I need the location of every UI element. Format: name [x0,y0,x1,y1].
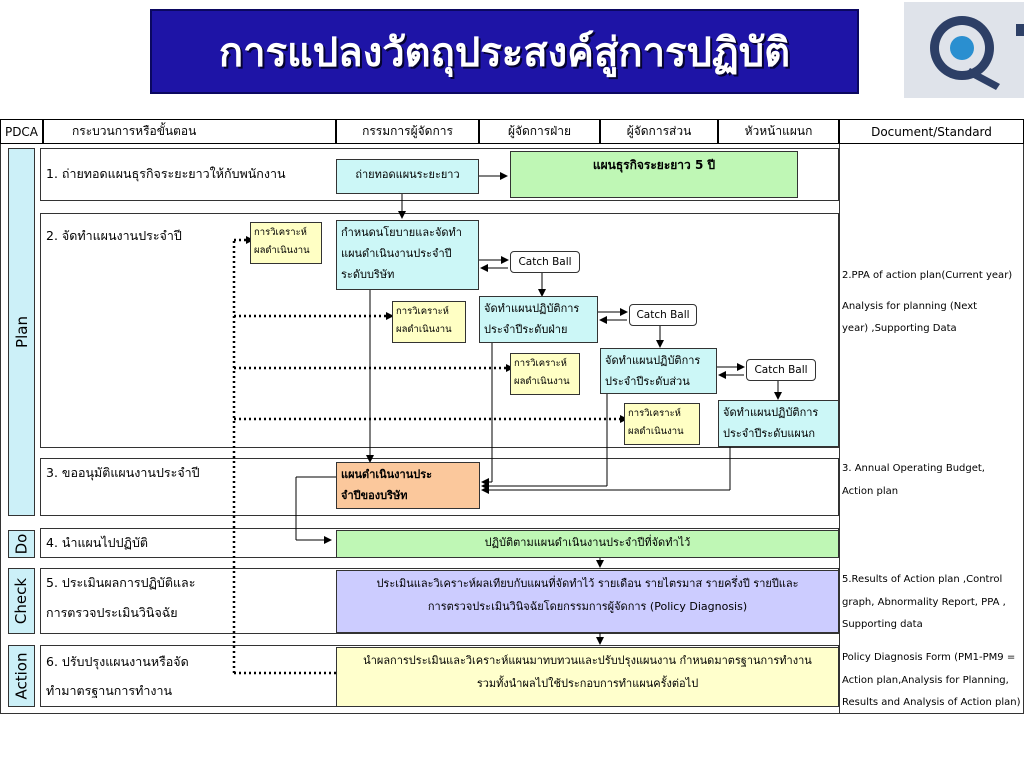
node-division-plan-line2: ประจำปีระดับฝ่าย [484,323,568,336]
node-company-annual-plan: แผนดำเนินงานประจำปีของบริษัท [336,462,480,509]
step-2-label: 2. จัดทำแผนงานประจำปี [46,228,182,243]
node-action-improve-line2: รวมทั้งนำผลไปใช้ประกอบการทำแผนครั้งต่อไป [476,677,699,690]
header-process-label: กระบวนการหรือขั้นตอน [72,124,197,138]
node-company-policy-line3: ระดับบริษัท [341,268,395,281]
node-division-plan: จัดทำแผนปฏิบัติการประจำปีระดับฝ่าย [479,296,598,343]
header-division: ผู้จัดการฝ่าย [479,119,600,144]
node-analysis-section: การวิเคราะห์ผลดำเนินงาน [510,353,580,395]
page-title: การแปลงวัตถุประสงค์สู่การปฏิบัติ [218,29,791,76]
node-analysis-board-line1: การวิเคราะห์ [254,227,307,238]
doc-plan-line3: year) ,Supporting Data [842,323,957,334]
node-action-improve: นำผลการประเมินและวิเคราะห์แผนมาทบทวนและป… [336,647,839,707]
node-dept-plan-line1: จัดทำแผนปฏิบัติการ [723,406,819,419]
catch-ball-1: Catch Ball [510,251,580,273]
catch-ball-3: Catch Ball [746,359,816,381]
doc-check-line3: Supporting data [842,619,923,630]
header-pdca: PDCA [0,119,43,144]
catch-ball-3-text: Catch Ball [754,364,808,376]
node-dept-plan-line2: ประจำปีระดับแผนก [723,427,816,440]
node-section-plan-line1: จัดทำแผนปฏิบัติการ [605,354,701,367]
table-left-border [0,144,1,714]
doc-check-line2: graph, Abnormality Report, PPA , [842,596,1006,608]
phase-plan: Plan [8,148,35,516]
node-analysis-division: การวิเคราะห์ผลดำเนินงาน [392,301,466,343]
step-5-label-line1: 5. ประเมินผลการปฏิบัติและ [46,575,196,590]
doc-approve-line1: 3. Annual Operating Budget, [842,463,985,474]
node-analysis-dept-line2: ผลดำเนินงาน [628,426,684,437]
node-company-policy-line2: แผนดำเนินงานประจำปี [341,247,452,260]
step-6-label-line2: ทำมาตรฐานการทำงาน [46,683,173,698]
catch-ball-1-text: Catch Ball [518,256,572,268]
header-process: กระบวนการหรือขั้นตอน [43,119,336,144]
title-banner: การแปลงวัตถุประสงค์สู่การปฏิบัติ [150,9,859,94]
node-check-evaluate-line1: ประเมินและวิเคราะห์ผลเทียบกับแผนที่จัดทำ… [376,577,799,590]
node-analysis-board: การวิเคราะห์ผลดำเนินงาน [250,222,322,264]
table-bottom-border [0,713,1024,714]
node-longterm-plan: แผนธุรกิจระยะยาว 5 ปี [510,151,798,198]
node-division-plan-line1: จัดทำแผนปฏิบัติการ [484,302,580,315]
node-analysis-dept: การวิเคราะห์ผลดำเนินงาน [624,403,700,445]
step-1-label: 1. ถ่ายทอดแผนธุรกิจระยะยาวให้กับพนักงาน [46,166,286,181]
node-do-execute: ปฏิบัติตามแผนดำเนินงานประจำปีที่จัดทำไว้ [336,530,839,558]
node-analysis-division-line2: ผลดำเนินงาน [396,324,452,335]
doc-approve-line2: Action plan [842,485,899,497]
node-dept-plan: จัดทำแผนปฏิบัติการประจำปีระดับแผนก [718,400,839,447]
node-check-evaluate: ประเมินและวิเคราะห์ผลเทียบกับแผนที่จัดทำ… [336,570,839,633]
step-4-label: 4. นำแผนไปปฏิบัติ [46,535,148,550]
header-pdca-label: PDCA [4,124,39,139]
catch-ball-2-text: Catch Ball [636,309,690,321]
q-logo-icon [930,16,1024,90]
node-section-plan: จัดทำแผนปฏิบัติการประจำปีระดับส่วน [600,348,717,394]
node-analysis-board-line2: ผลดำเนินงาน [254,245,310,256]
node-company-policy-line1: กำหนดนโยบายและจัดทำ [341,226,462,239]
header-dept-label: หัวหน้าแผนก [744,124,813,138]
step-3-label: 3. ขออนุมัติแผนงานประจำปี [46,465,200,480]
step-5-label-line2: การตรวจประเมินวินิจฉัย [46,605,178,620]
header-section-label: ผู้จัดการส่วน [626,124,692,138]
company-logo [904,2,1024,98]
node-longterm-plan-text: แผนธุรกิจระยะยาว 5 ปี [592,158,716,172]
node-do-execute-text: ปฏิบัติตามแผนดำเนินงานประจำปีที่จัดทำไว้ [484,536,691,549]
doc-action-line3: Results and Analysis of Action plan) [842,697,1021,708]
header-section: ผู้จัดการส่วน [600,119,718,144]
doc-plan: 2.PPA of action plan(Current year) Analy… [842,265,1022,341]
node-section-plan-line2: ประจำปีระดับส่วน [605,375,690,388]
header-document-label: Document/Standard [871,124,992,139]
node-check-evaluate-line2: การตรวจประเมินวินิจฉัยโดยกรรมการผู้จัดกา… [427,600,748,613]
doc-plan-line2: Analysis for planning (Next [842,300,978,312]
header-division-label: ผู้จัดการฝ่าย [507,124,572,138]
node-company-annual-plan-line1: แผนดำเนินงานประ [341,468,433,481]
step-6-label-line1: 6. ปรับปรุงแผนงานหรือจัด [46,654,189,669]
phase-do: Do [8,530,35,558]
header-document: Document/Standard [839,119,1024,144]
phase-action: Action [8,645,35,707]
node-analysis-dept-line1: การวิเคราะห์ [628,408,681,419]
node-analysis-section-line2: ผลดำเนินงาน [514,376,570,387]
node-company-policy: กำหนดนโยบายและจัดทำแผนดำเนินงานประจำปีระ… [336,220,479,290]
node-transfer-plan: ถ่ายทอดแผนระยะยาว [336,159,479,194]
doc-approve: 3. Annual Operating Budget, Action plan [842,458,1022,503]
doc-action-line2: Action plan,Analysis for Planning, [842,674,1009,686]
phase-check: Check [8,568,35,634]
doc-check: 5.Results of Action plan ,Control graph,… [842,569,1022,637]
doc-action: Policy Diagnosis Form (PM1-PM9 = Action … [842,647,1022,715]
doc-check-line1: 5.Results of Action plan ,Control [842,574,1003,585]
node-company-annual-plan-line2: จำปีของบริษัท [341,489,408,502]
node-analysis-division-line1: การวิเคราะห์ [396,306,449,317]
catch-ball-2: Catch Ball [629,304,697,326]
node-action-improve-line1: นำผลการประเมินและวิเคราะห์แผนมาทบทวนและป… [363,654,812,667]
node-analysis-section-line1: การวิเคราะห์ [514,358,567,369]
node-transfer-plan-text: ถ่ายทอดแผนระยะยาว [355,168,460,181]
header-board-label: กรรมการผู้จัดการ [362,124,453,138]
doc-plan-line1: 2.PPA of action plan(Current year) [842,270,1013,281]
header-dept: หัวหน้าแผนก [718,119,839,144]
doc-action-line1: Policy Diagnosis Form (PM1-PM9 = [842,652,1016,663]
header-board: กรรมการผู้จัดการ [336,119,479,144]
